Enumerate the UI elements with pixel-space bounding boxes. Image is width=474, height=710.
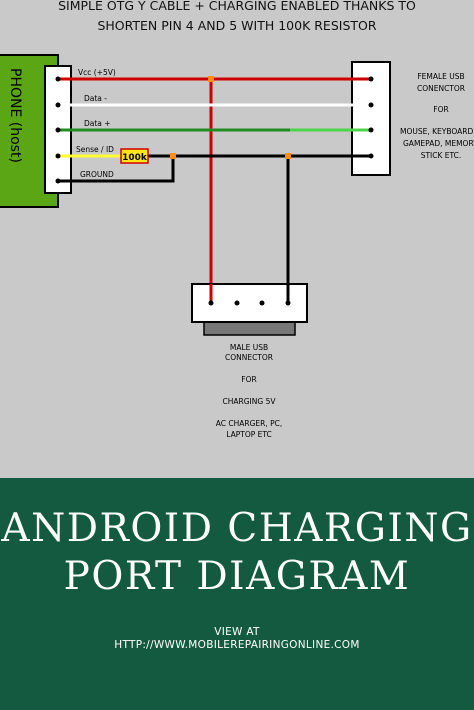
junction-ground — [170, 153, 176, 159]
footer-view-label: VIEW AT — [214, 626, 260, 638]
pin-label-data-minus: Data - — [84, 94, 107, 103]
female-usb-line4: MOUSE, KEYBOARD, — [400, 127, 474, 136]
male-usb-line3: FOR — [241, 375, 256, 384]
junction-vcc — [208, 76, 214, 82]
female-usb-line5: GAMEPAD, MEMORY — [403, 139, 474, 148]
wire-ground — [58, 156, 175, 183]
footer-website-url[interactable]: HTTP://WWW.MOBILEREPAIRINGONLINE.COM — [114, 639, 360, 651]
junction-sense — [285, 153, 291, 159]
diagram-title-line2: SHORTEN PIN 4 AND 5 WITH 100K RESISTOR — [97, 18, 376, 33]
male-usb-line6: LAPTOP ETC — [226, 430, 272, 439]
footer-title-line2: PORT DIAGRAM — [63, 554, 411, 599]
male-pin-4 — [285, 300, 291, 306]
footer-banner: ANDROID CHARGING PORT DIAGRAM VIEW AT HT… — [0, 478, 474, 710]
male-usb-line5: AC CHARGER, PC, — [216, 419, 283, 428]
phone-pin-5 — [55, 178, 61, 184]
pin-label-vcc: Vcc (+5V) — [78, 68, 116, 77]
male-pin-3 — [259, 300, 265, 306]
diagram-panel: SIMPLE OTG Y CABLE + CHARGING ENABLED TH… — [0, 0, 474, 439]
phone-label: PHONE (host) — [7, 68, 23, 163]
female-usb-line1: FEMALE USB — [417, 72, 464, 81]
male-pin-2 — [234, 300, 240, 306]
phone-pin-3 — [55, 127, 61, 133]
male-pin-1 — [208, 300, 214, 306]
phone-pin-2 — [55, 102, 61, 108]
male-usb-line1: MALE USB — [230, 343, 268, 352]
resistor-label: 100k — [122, 153, 148, 163]
phone-pin-4 — [55, 153, 61, 159]
female-pin-2 — [368, 102, 374, 108]
female-usb-line3: FOR — [433, 105, 448, 114]
male-usb-line2: CONNECTOR — [225, 353, 273, 362]
phone-pin-1 — [55, 76, 61, 82]
male-usb-plug — [203, 320, 296, 336]
resistor-100k — [120, 148, 149, 164]
female-usb-line6: STICK ETC. — [421, 151, 462, 160]
female-pin-1 — [368, 76, 374, 82]
pin-label-ground: GROUND — [80, 170, 114, 179]
diagram-title-line1: SIMPLE OTG Y CABLE + CHARGING ENABLED TH… — [58, 0, 416, 13]
pin-label-data-plus: Data + — [84, 119, 111, 128]
female-pin-4 — [368, 153, 374, 159]
female-pin-3 — [368, 127, 374, 133]
footer-title-line1: ANDROID CHARGING — [1, 506, 473, 551]
female-usb-line2: CONENCTOR — [417, 84, 465, 93]
male-usb-line4: CHARGING 5V — [223, 397, 277, 406]
pin-label-sense: Sense / ID — [76, 145, 114, 154]
wiring-diagram: SIMPLE OTG Y CABLE + CHARGING ENABLED TH… — [0, 0, 474, 439]
